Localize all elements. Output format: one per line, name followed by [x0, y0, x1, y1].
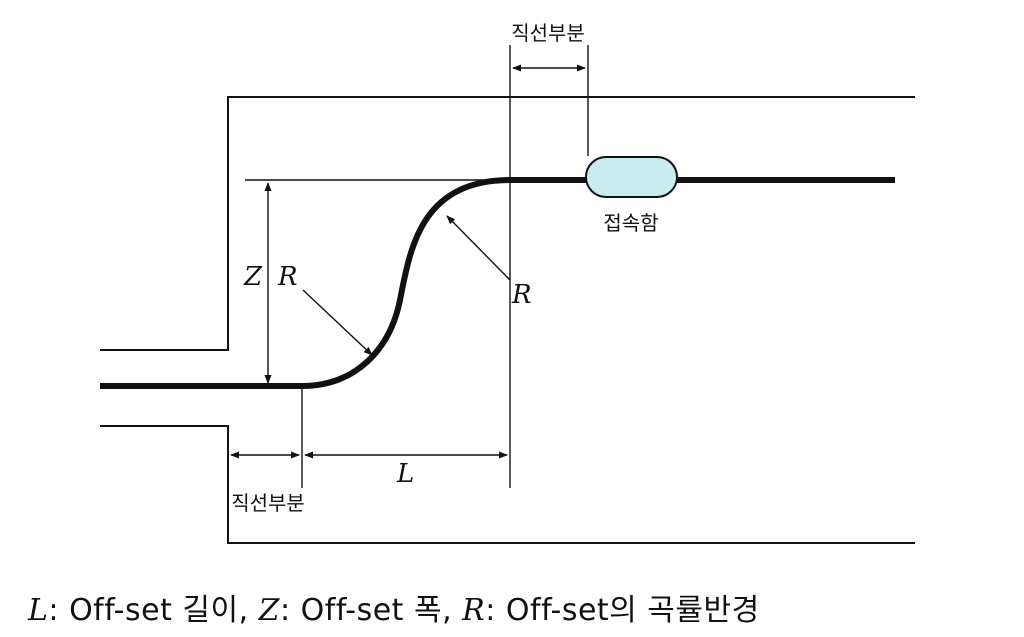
- caption-r-text: : Off-set의 곡률반경: [485, 593, 760, 628]
- r-left-label: R: [277, 262, 298, 292]
- straight-section-bottom-label: 직선부분: [231, 491, 305, 515]
- caption-z-text: : Off-set 폭,: [280, 593, 453, 628]
- reference-lines: [245, 45, 589, 488]
- caption-l-var: L: [28, 593, 49, 628]
- dimension-arrows: [230, 64, 586, 459]
- r-left-leader: [302, 289, 373, 356]
- straight-section-top-label: 직선부분: [511, 21, 585, 45]
- joint-box: [585, 156, 678, 198]
- upper-wall: [100, 96, 915, 351]
- joint-box-label: 접속함: [603, 211, 658, 235]
- legend-caption: L: Off-set 길이, Z: Off-set 폭, R: Off-set의…: [28, 585, 1018, 629]
- r-right-leader: [446, 215, 511, 281]
- caption-l-text: : Off-set 길이,: [48, 593, 249, 628]
- manhole-outline: [100, 96, 915, 544]
- r-right-label: R: [511, 280, 532, 310]
- caption-z-var: Z: [258, 593, 281, 628]
- cable-path: [100, 177, 895, 389]
- lower-wall: [100, 425, 915, 544]
- z-label: Z: [243, 262, 263, 292]
- l-label: L: [396, 459, 414, 489]
- caption-r-var: R: [462, 593, 486, 628]
